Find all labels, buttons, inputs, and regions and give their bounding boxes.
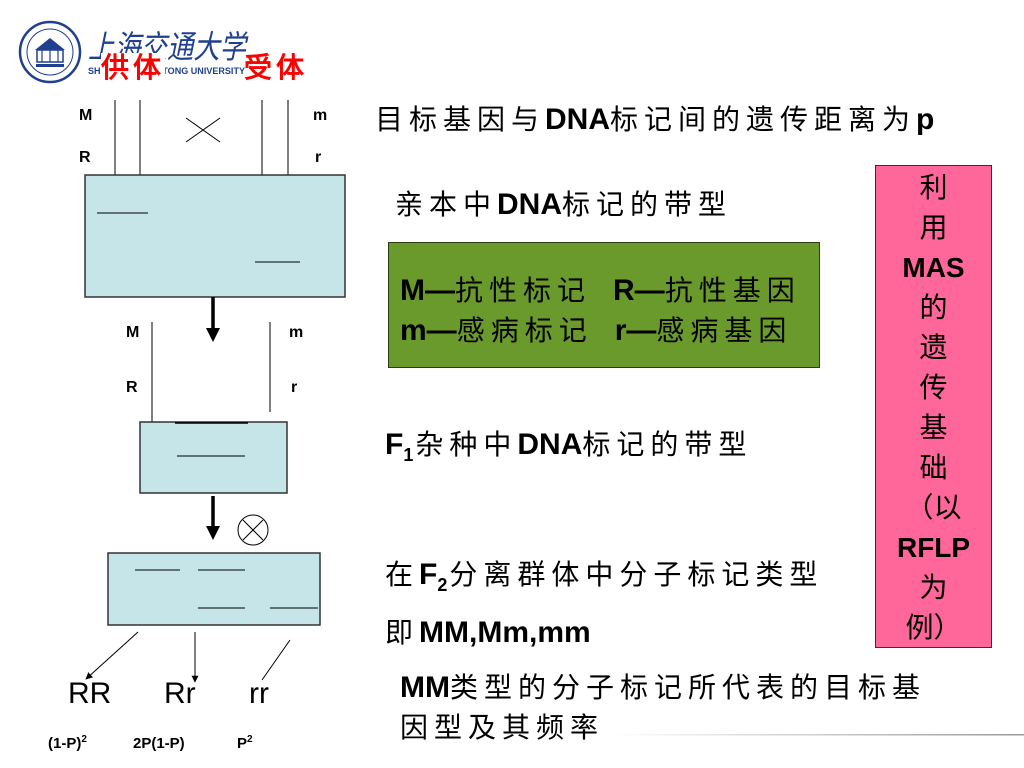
- recipient-label: 受体: [244, 51, 309, 84]
- sidebar-line: 基: [919, 411, 948, 444]
- genotype-RR: RR: [68, 677, 111, 710]
- legend-meaning: 抗性基因: [664, 274, 801, 307]
- donor-gene-label: R: [79, 149, 91, 166]
- legend-row-resistant: M—抗性标记 R—抗性基因: [400, 271, 819, 311]
- circled-cross-icon: [237, 514, 269, 546]
- freq-rr-base: P: [237, 735, 247, 752]
- legend-symbol: R—: [613, 274, 665, 307]
- parent-bands-text: 亲本中: [395, 188, 498, 221]
- f1-subscript: 1: [403, 445, 414, 465]
- parent-bands-text: 标记的带型: [562, 188, 733, 221]
- sidebar-line: 础: [919, 451, 948, 484]
- legend-meaning: 抗性标记: [455, 274, 592, 307]
- f1-bands-note: F1杂种中DNA标记的带型: [385, 428, 752, 466]
- f2-types-text: 分离群体中分子标记类型: [449, 558, 824, 591]
- donor-marker-label: M: [79, 107, 92, 124]
- parent-bands-note: 亲本中DNA标记的带型: [395, 188, 732, 226]
- f1-marker-label-left: M: [126, 324, 139, 341]
- distance-note: 目标基因与DNA标记间的遗传距离为p: [375, 103, 934, 141]
- sidebar-line: 例）: [905, 611, 962, 644]
- mm-meaning-note: MM类型的分子标记所代表的目标基: [400, 671, 926, 709]
- mas-basis-sidebar: 利 用 MAS 的 遗 传 基 础 （以 RFLP 为 例）: [875, 165, 992, 648]
- sidebar-line: MAS: [902, 252, 965, 283]
- recipient-marker-label: m: [313, 107, 327, 124]
- f2-gel-box: [107, 552, 321, 626]
- freq-Rr: 2P(1-P): [133, 735, 185, 752]
- genotype-rr: rr: [249, 677, 269, 710]
- sidebar-line: 利: [919, 171, 948, 204]
- legend-meaning: 感病基因: [656, 314, 793, 347]
- legend-row-susceptible: m—感病标记 r—感病基因: [400, 311, 819, 351]
- f2-symbol: F: [419, 558, 438, 591]
- freq-Rr-base: 2P(1-P): [133, 735, 185, 752]
- f2-types-text: 在: [385, 558, 420, 591]
- legend-symbol: m—: [400, 314, 457, 347]
- f1-bands-dna: DNA: [517, 428, 583, 461]
- f2-list-prefix: 即: [385, 616, 420, 649]
- university-seal-icon: [18, 20, 82, 84]
- freq-RR: (1-P)2: [48, 734, 87, 752]
- freq-RR-exponent: 2: [81, 734, 87, 745]
- marker-legend-box: M—抗性标记 R—抗性基因 m—感病标记 r—感病基因: [388, 242, 820, 368]
- footer-divider: [610, 734, 1024, 736]
- recipient-gene-label: r: [315, 149, 321, 166]
- freq-rr-exponent: 2: [247, 734, 253, 745]
- distance-note-p: p: [916, 103, 935, 136]
- mm-meaning-note-cont: 因型及其频率: [400, 711, 604, 749]
- f2-list-genotypes: MM,Mm,mm: [419, 616, 591, 649]
- arrow-to-RR: [85, 631, 139, 680]
- f2-types-note: 在F2分离群体中分子标记类型: [385, 558, 823, 596]
- sidebar-line: 的: [919, 291, 948, 324]
- cross-icon: [185, 117, 221, 143]
- mm-symbol: MM: [400, 671, 450, 704]
- sidebar-line: 为: [919, 571, 948, 604]
- f1-symbol: F: [385, 428, 404, 461]
- distance-note-dna: DNA: [545, 103, 611, 136]
- f2-subscript: 2: [437, 575, 448, 595]
- arrow-to-rr: [261, 639, 291, 681]
- sidebar-line: 用: [919, 211, 948, 244]
- f2-list-note: 即MM,Mm,mm: [385, 616, 591, 654]
- mm-meaning-text: 类型的分子标记所代表的目标基: [449, 671, 926, 704]
- legend-symbol: r—: [614, 314, 657, 347]
- parent-chromosome-lines: [114, 100, 289, 175]
- legend-symbol: M—: [400, 274, 455, 307]
- sidebar-line: （以: [905, 491, 962, 524]
- genotype-Rr: Rr: [164, 677, 196, 710]
- freq-rr: P2: [237, 734, 253, 752]
- f1-bands-text: 标记的带型: [582, 428, 753, 461]
- f1-gel-box: [139, 421, 288, 494]
- donor-label: 供体: [101, 51, 166, 84]
- parent-bands-dna: DNA: [497, 188, 563, 221]
- sidebar-line: 传: [919, 371, 948, 404]
- freq-RR-base: (1-P): [48, 735, 81, 752]
- legend-meaning: 感病标记: [456, 314, 593, 347]
- f1-marker-label-right: m: [289, 324, 303, 341]
- down-arrow-icon: [206, 496, 220, 540]
- sidebar-line: RFLP: [896, 532, 971, 563]
- mm-meaning-text: 因型及其频率: [400, 711, 605, 744]
- parent-gel-box: [84, 174, 346, 298]
- f1-bands-text: 杂种中: [415, 428, 518, 461]
- sidebar-line: 遗: [919, 331, 948, 364]
- f1-gene-label-left: R: [126, 379, 138, 396]
- f1-gene-label-right: r: [291, 379, 297, 396]
- distance-note-text: 标记间的遗传距离为: [610, 103, 917, 136]
- down-arrow-icon: [206, 297, 220, 342]
- distance-note-text: 目标基因与: [375, 103, 546, 136]
- university-name-en: SHANGHAI JIAO TONG UNIVERSITY: [88, 66, 245, 76]
